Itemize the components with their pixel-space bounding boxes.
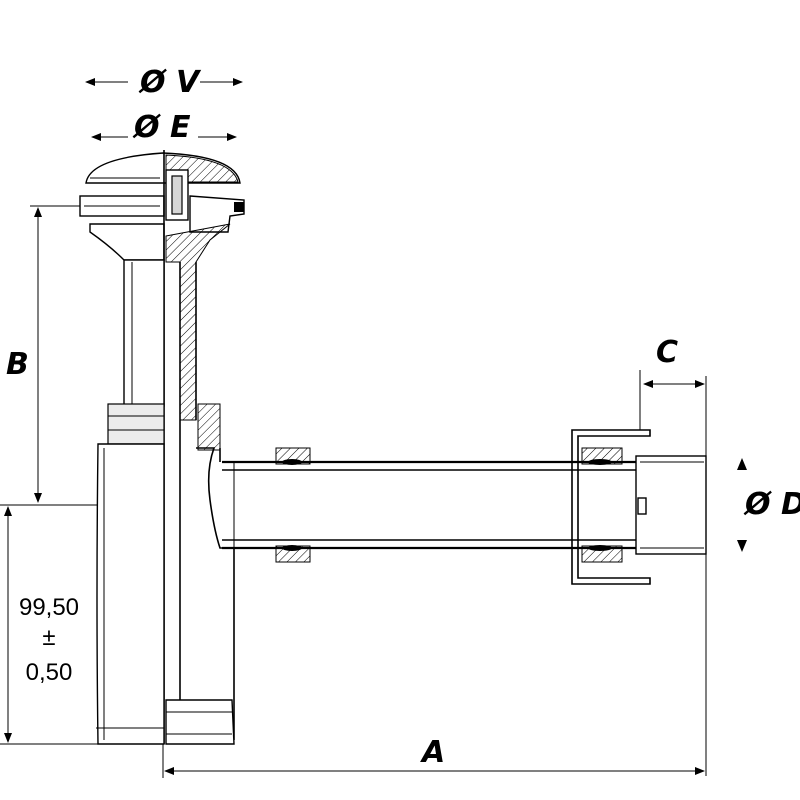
height-plusminus: ±: [42, 624, 55, 651]
dimension-v: Ø V: [85, 65, 243, 100]
dimension-label-d: Ø D: [743, 487, 800, 522]
height-tolerance: 0,50: [26, 659, 73, 686]
dimension-e: Ø E: [91, 110, 237, 145]
dimension-label-b: B: [6, 347, 29, 382]
wall-sleeve: [571, 429, 707, 585]
dimension-b: B: [6, 205, 90, 503]
dimension-label-e: Ø E: [132, 110, 191, 145]
dimension-a: A: [162, 735, 705, 778]
dimension-label-a: A: [420, 735, 445, 770]
horizontal-waste-pipe: [222, 447, 636, 563]
height-value: 99,50: [19, 594, 79, 621]
dimension-c: C: [639, 335, 705, 430]
dimension-label-v: Ø V: [138, 65, 202, 100]
drain-cap: [85, 152, 245, 233]
bottle-body-outer: [96, 443, 165, 745]
bottle-body-section: [165, 223, 235, 745]
dimension-label-c: C: [656, 335, 678, 370]
tailpiece-outer: [107, 259, 165, 445]
dimension-height: 99,50 ± 0,50: [0, 504, 160, 745]
dimension-d: Ø D: [737, 458, 800, 552]
sink-flange: [79, 195, 165, 261]
